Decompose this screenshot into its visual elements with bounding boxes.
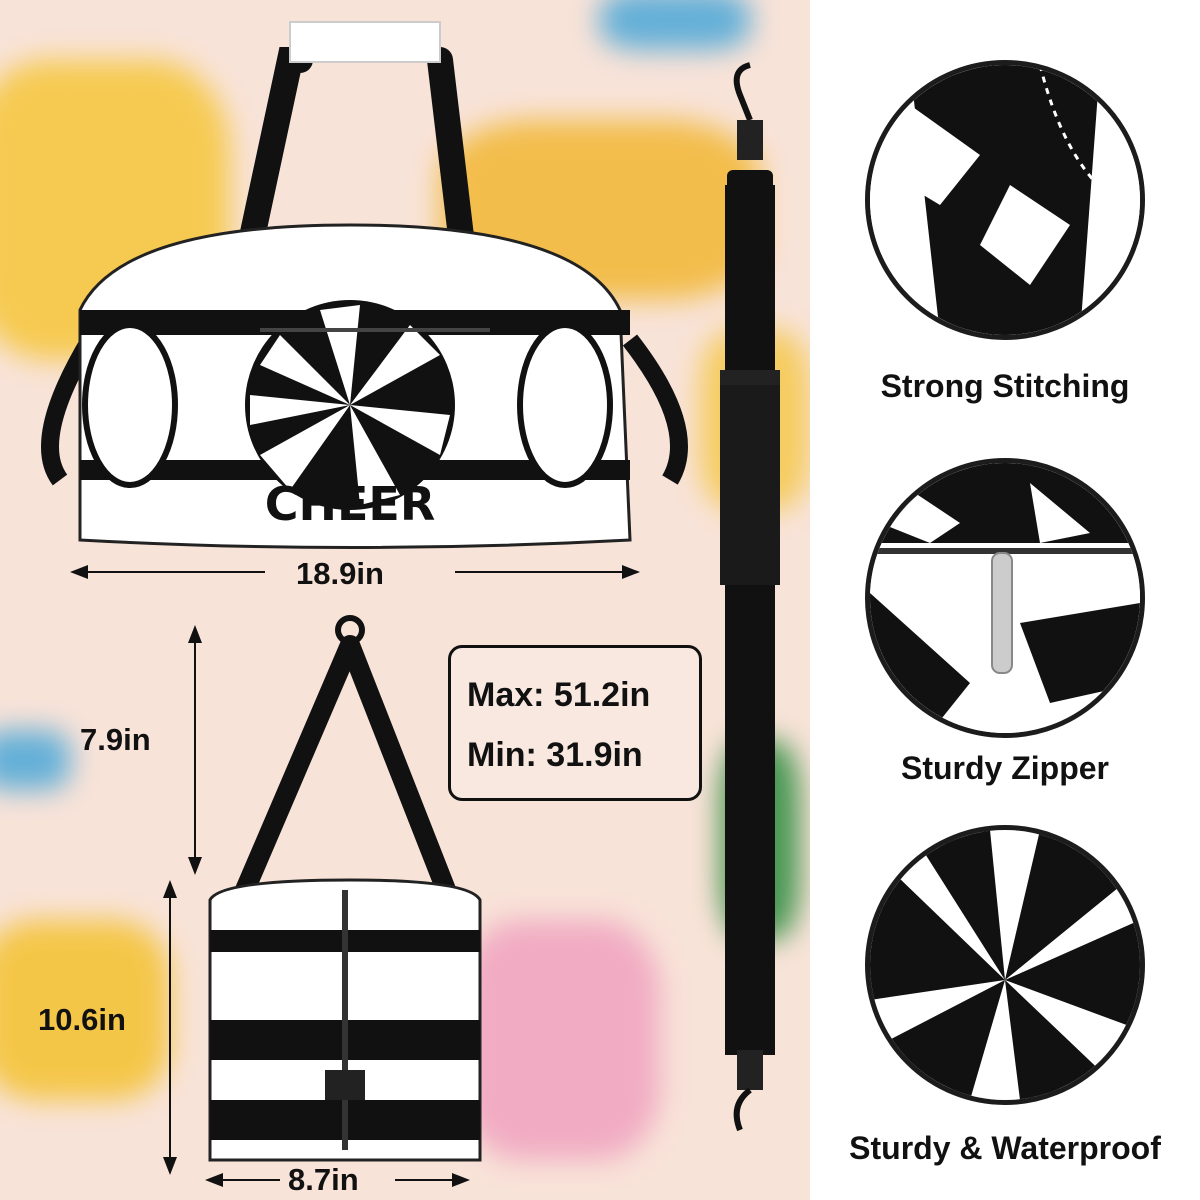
stitching-closeup-icon bbox=[870, 65, 1140, 335]
bag-side-view bbox=[208, 615, 482, 1162]
handle-wrap bbox=[289, 21, 441, 63]
fabric-closeup-icon bbox=[870, 830, 1140, 1100]
height-label: 10.6in bbox=[38, 1002, 126, 1037]
bg-blob-blue-top bbox=[600, 0, 750, 50]
bg-blob-blue-left bbox=[0, 730, 70, 790]
depth-arrow bbox=[205, 1173, 470, 1187]
feature-label-stitching: Strong Stitching bbox=[880, 368, 1130, 404]
zipper-closeup-icon bbox=[870, 463, 1140, 733]
bag-print-text: CHEER bbox=[265, 477, 436, 531]
bg-blob-pink bbox=[460, 920, 660, 1160]
height-arrow bbox=[163, 880, 177, 1175]
strap-max: Max: 51.2in bbox=[467, 676, 651, 714]
handle-drop-label: 7.9in bbox=[80, 722, 151, 757]
handle-drop-arrow bbox=[188, 625, 202, 875]
width-arrow bbox=[70, 565, 640, 579]
bg-blob-yellow-bottom bbox=[0, 920, 170, 1100]
shoulder-strap bbox=[720, 62, 780, 1132]
feature-label-zipper: Sturdy Zipper bbox=[900, 750, 1109, 786]
strap-length-box: Max: 51.2in Min: 31.9in bbox=[448, 645, 702, 801]
stitching-closeup-image bbox=[865, 60, 1145, 340]
feature-label-waterproof: Sturdy & Waterproof bbox=[849, 1130, 1161, 1166]
depth-label: 8.7in bbox=[288, 1162, 359, 1197]
fabric-closeup-image bbox=[865, 825, 1145, 1105]
zipper-closeup-image bbox=[865, 458, 1145, 738]
strap-min: Min: 31.9in bbox=[467, 736, 643, 774]
width-label: 18.9in bbox=[296, 556, 384, 591]
bag-front-view: CHEER bbox=[41, 21, 688, 549]
